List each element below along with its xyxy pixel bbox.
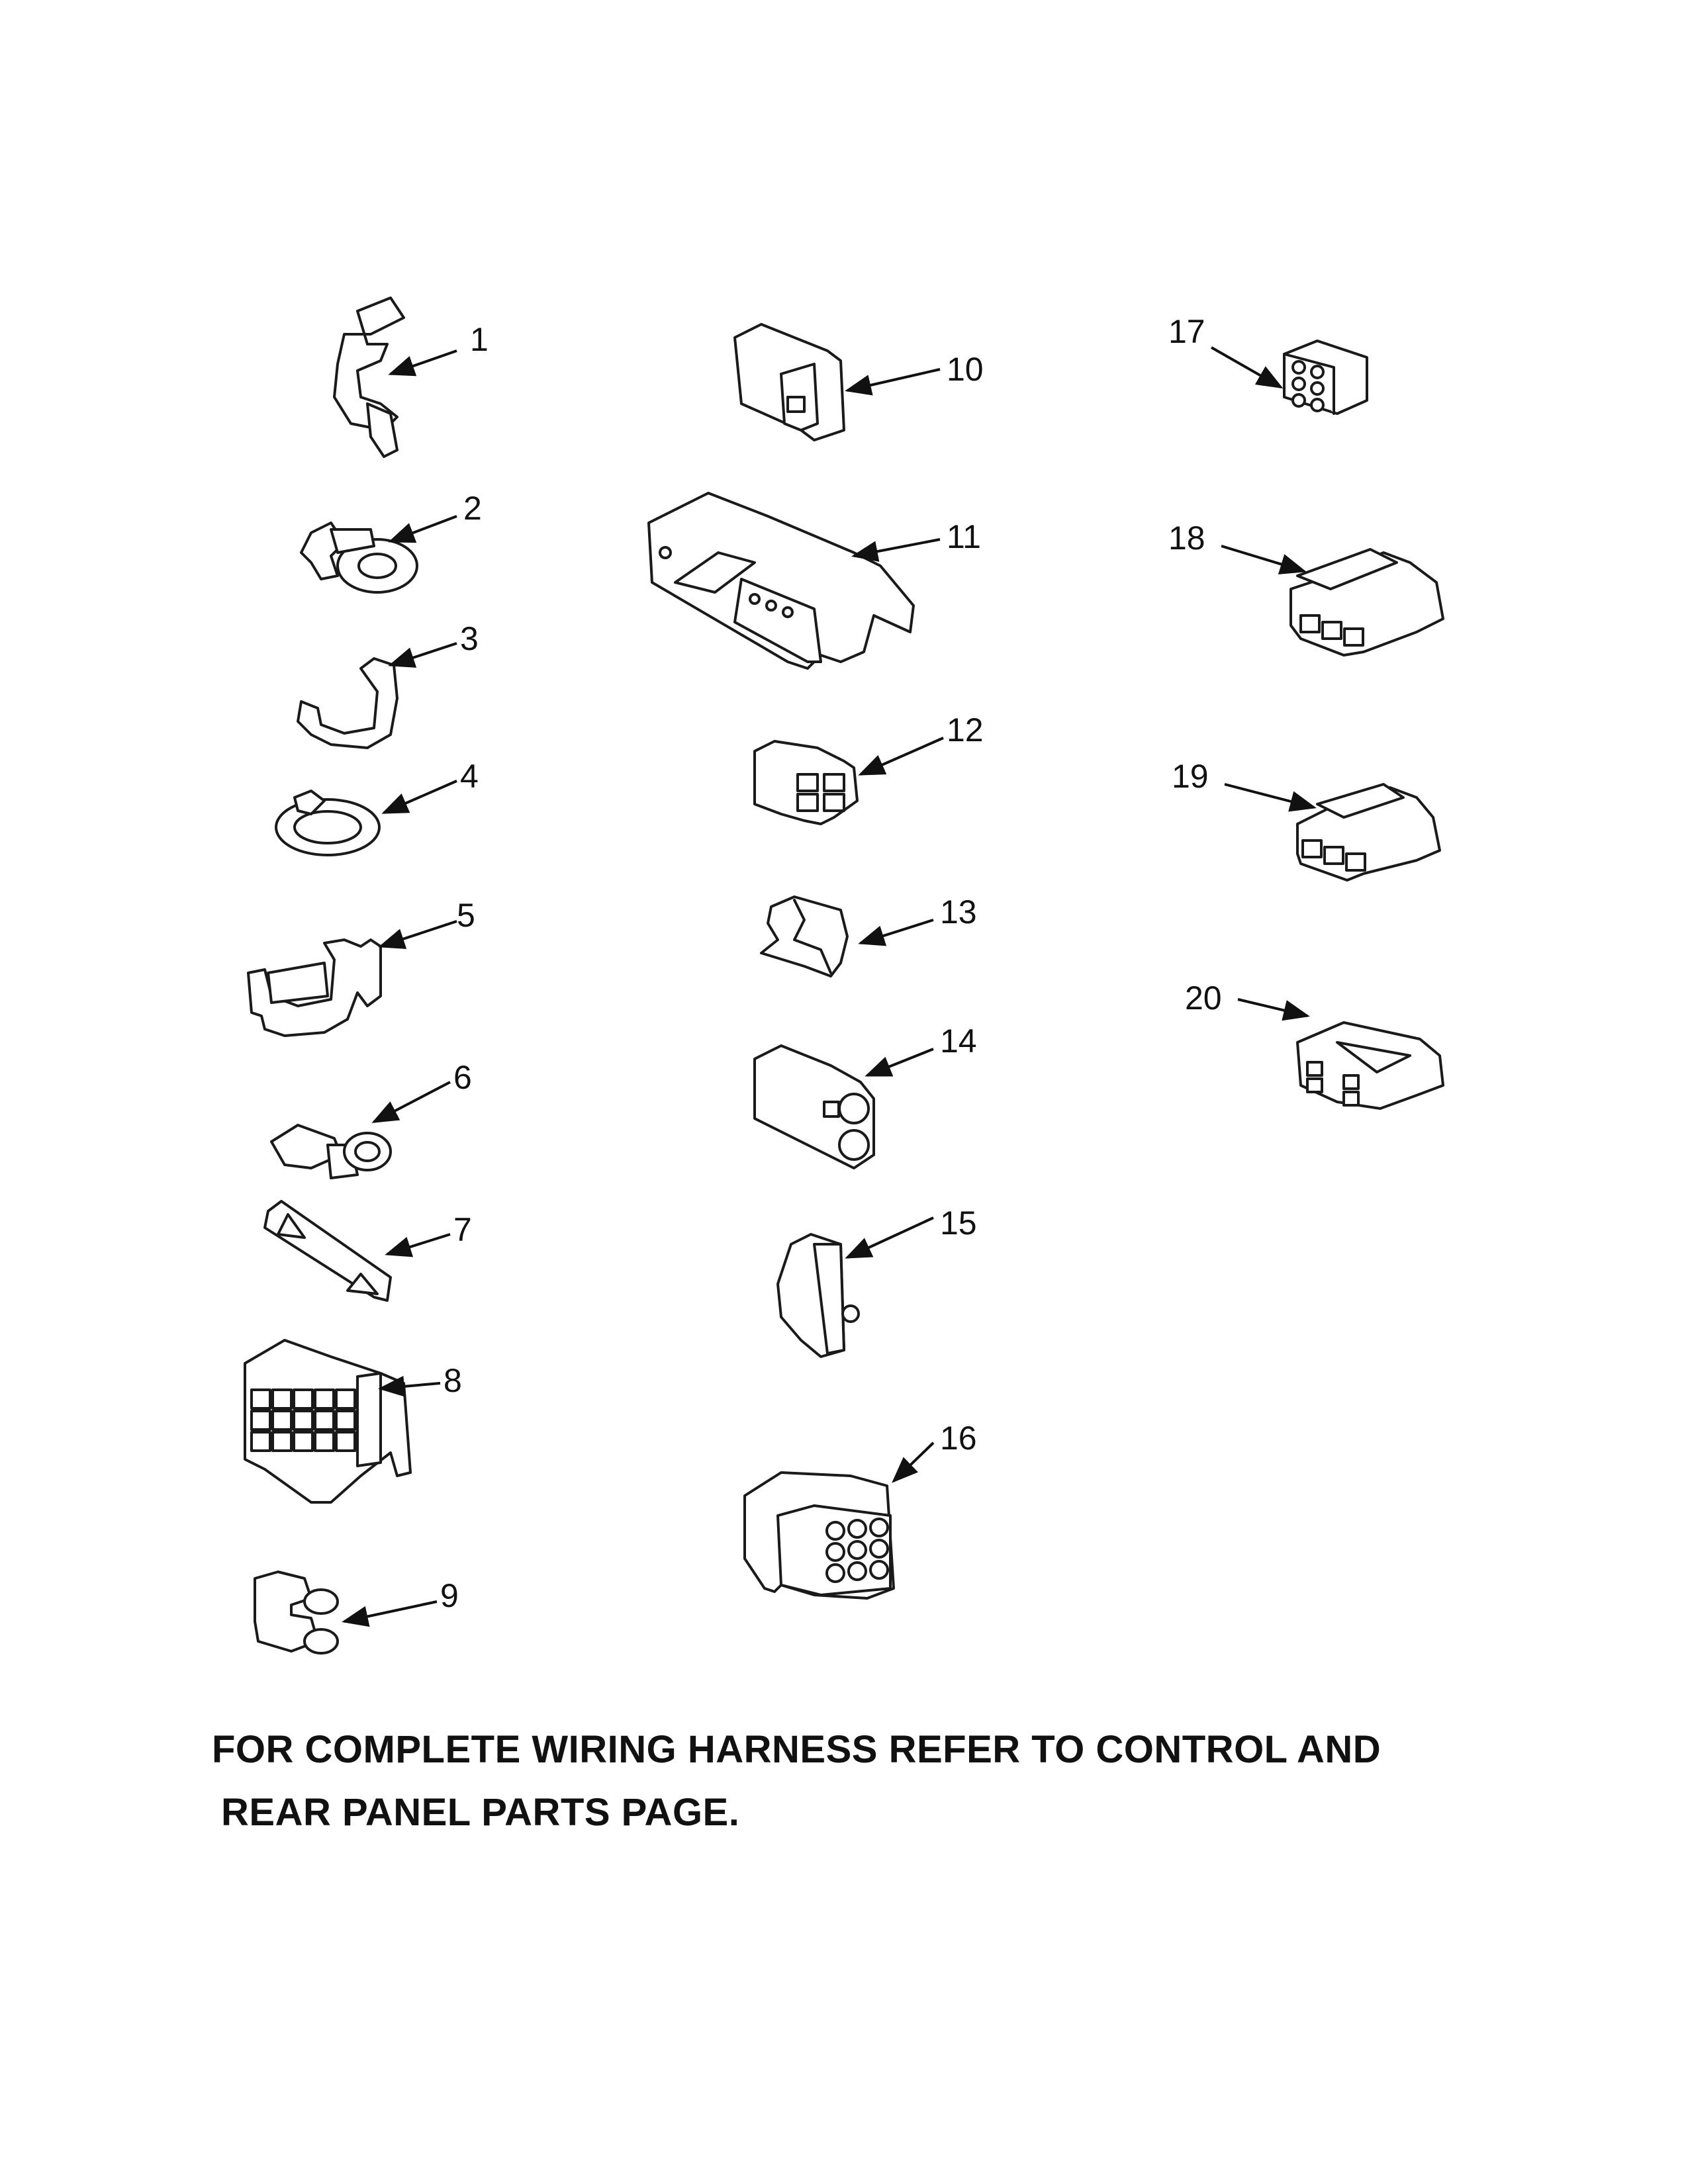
leader-7 [385, 1233, 451, 1257]
leader-15 [845, 1216, 934, 1259]
leader-6 [371, 1081, 451, 1123]
callout-8: 8 [444, 1362, 462, 1399]
leader-16 [892, 1441, 935, 1483]
callout-12: 12 [947, 711, 984, 749]
footer-note-line-1: FOR COMPLETE WIRING HARNESS REFER TO CON… [212, 1728, 1382, 1771]
leader-20 [1237, 998, 1310, 1021]
callout-3: 3 [460, 620, 479, 657]
callout-7: 7 [453, 1211, 472, 1248]
leader-11 [851, 538, 941, 562]
ring-clip-icon [275, 790, 381, 856]
two-pin-housing-icon [753, 1044, 875, 1169]
callout-9: 9 [440, 1577, 459, 1614]
bullet-connector-icon [254, 1570, 339, 1655]
callout-17: 17 [1168, 313, 1205, 350]
leader-13 [858, 919, 934, 946]
leader-12 [858, 737, 944, 776]
callout-11: 11 [947, 518, 981, 555]
wire-holder-icon [247, 938, 382, 1037]
callout-14: 14 [940, 1023, 977, 1060]
leader-19 [1224, 783, 1317, 812]
push-rivet-icon [270, 1124, 392, 1179]
latch-connector-icon [753, 740, 859, 825]
leader-10 [845, 368, 941, 396]
leader-lines [342, 346, 1317, 1627]
callout-20: 20 [1185, 979, 1222, 1017]
pin-grid-3x3 [825, 1518, 889, 1583]
strap-clip-icon [297, 657, 399, 749]
callout-4: 4 [460, 758, 479, 795]
callout-15: 15 [940, 1205, 977, 1242]
callout-18: 18 [1168, 520, 1205, 557]
callout-6: 6 [453, 1059, 472, 1096]
receptacle-icon [1296, 1021, 1444, 1110]
plug-housing-icon [733, 323, 845, 441]
push-in-clip-icon [300, 522, 418, 594]
leader-2 [388, 515, 457, 543]
nine-pin-connector-icon [743, 1471, 895, 1600]
retainer-bar-icon [263, 1200, 392, 1302]
callout-16: 16 [940, 1420, 977, 1457]
six-pin-housing-icon [1283, 340, 1368, 415]
leader-18 [1221, 545, 1307, 574]
footer-note-line-2: REAR PANEL PARTS PAGE. [221, 1791, 740, 1834]
four-way-connector-icon [1289, 548, 1444, 657]
leader-9 [342, 1600, 438, 1627]
sleeve-icon [760, 895, 849, 978]
pin-grid [250, 1388, 356, 1452]
wire-clip-icon [333, 296, 405, 458]
callout-1: 1 [470, 321, 489, 358]
mounting-clip-icon [776, 1233, 860, 1358]
multi-pin-connector-icon [244, 1339, 412, 1504]
terminal-block-icon [647, 492, 915, 670]
callout-10: 10 [947, 351, 984, 388]
callout-numbers: 1 2 3 4 5 6 7 8 9 10 11 12 13 14 15 16 1… [440, 313, 1222, 1614]
callout-2: 2 [463, 490, 482, 527]
leader-8 [378, 1375, 441, 1397]
callout-13: 13 [940, 893, 977, 931]
leader-4 [381, 780, 457, 814]
leader-5 [378, 920, 457, 949]
callout-5: 5 [457, 897, 475, 934]
callout-19: 19 [1172, 758, 1209, 795]
leader-14 [865, 1048, 934, 1077]
leader-1 [388, 349, 457, 377]
three-way-connector-icon [1296, 783, 1441, 882]
leader-17 [1211, 346, 1284, 388]
leader-3 [388, 642, 457, 668]
